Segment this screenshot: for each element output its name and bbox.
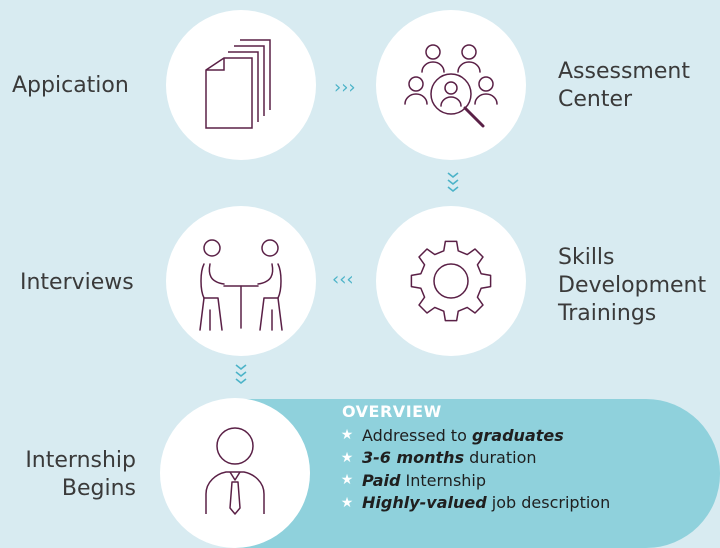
gear-icon — [410, 240, 492, 322]
arrow-left: ‹‹‹ — [332, 269, 354, 290]
chevron-down-icon — [447, 172, 459, 193]
label-skills-line1: Skills — [558, 245, 615, 270]
list-item: ★ Addressed to graduates — [340, 424, 610, 447]
circle-interviews — [166, 206, 316, 356]
interview-icon — [199, 239, 283, 331]
item-text-after: duration — [464, 448, 537, 468]
label-internship-line1: Internship — [25, 448, 136, 473]
item-text: Addressed to — [362, 425, 472, 445]
overview-panel — [234, 399, 720, 548]
item-emphasis: Paid — [362, 470, 401, 490]
item-emphasis: 3-6 months — [362, 448, 465, 468]
circle-assessment-center — [376, 10, 526, 160]
arrow-down-1 — [446, 170, 460, 197]
documents-icon — [205, 39, 271, 129]
label-skills-line3: Trainings — [558, 301, 657, 326]
arrow-down-2 — [234, 362, 248, 389]
label-interviews: Interviews — [20, 270, 134, 295]
label-assessment-line2: Center — [558, 87, 633, 112]
arrow-right: ››› — [334, 77, 356, 98]
label-skills-line2: Development — [558, 273, 707, 298]
overview-title: OVERVIEW — [342, 402, 442, 421]
label-internship-line2: Begins — [61, 476, 136, 501]
item-text-after: Internship — [400, 470, 487, 490]
label-assessment-line1: Assessment — [558, 59, 690, 84]
circle-application — [166, 10, 316, 160]
gear-outline — [410, 240, 492, 322]
item-emphasis: Highly-valued — [362, 493, 487, 513]
label-assessment-center: Assessment Center — [558, 58, 690, 114]
list-item: ★ Highly-valued job description — [340, 492, 611, 515]
item-emphasis: graduates — [471, 425, 564, 445]
label-application: Appication — [12, 73, 129, 98]
overview-list: ★ Addressed to graduates ★ 3-6 months du… — [340, 424, 611, 515]
star-icon: ★ — [340, 449, 354, 466]
star-icon: ★ — [340, 427, 354, 444]
chevron-down-icon — [235, 364, 247, 385]
label-internship-begins: Internship Begins — [18, 447, 136, 503]
item-text-after: job description — [486, 493, 611, 513]
list-item: ★ Paid Internship — [340, 469, 610, 492]
businessman-icon — [205, 427, 265, 515]
people-search-icon — [404, 44, 498, 128]
label-skills-development: Skills Development Trainings — [558, 244, 706, 328]
star-icon: ★ — [340, 472, 354, 489]
circle-skills-development — [376, 206, 526, 356]
gear-hub — [433, 263, 469, 299]
star-icon: ★ — [340, 494, 354, 511]
list-item: ★ 3-6 months duration — [340, 447, 610, 470]
circle-internship-begins — [160, 398, 310, 548]
